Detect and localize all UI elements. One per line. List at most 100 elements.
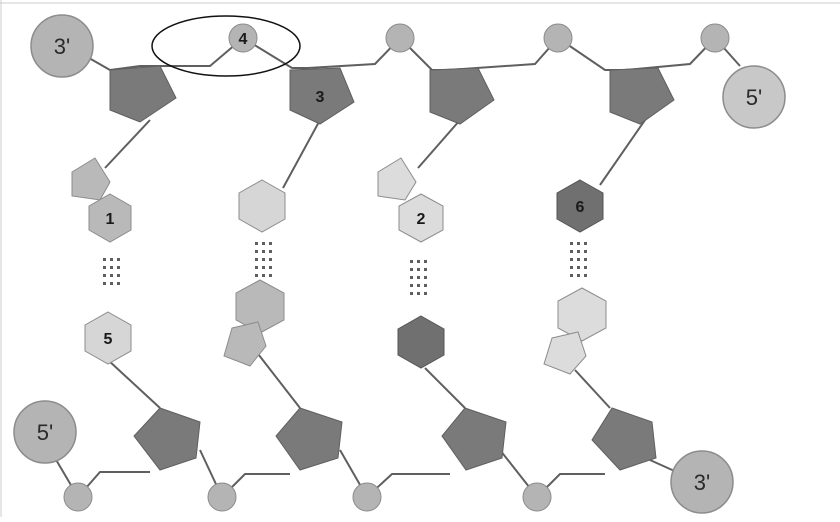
phosphate-bottom-2 [207,482,237,512]
hydrogen-bond-dot [255,266,258,269]
bottom-glycosidic-links [107,349,611,409]
hydrogen-bond-dot [417,284,420,287]
base-label-top-3: 2 [417,211,426,228]
hydrogen-bond-dot [417,268,420,271]
end-label-top-left: 3' [54,34,70,59]
hydrogen-bond-dot [570,258,573,261]
base-top-4: 6 [556,179,604,233]
hydrogen-bond-dot [103,274,106,277]
hydrogen-bond-dot [424,276,427,279]
hydrogen-bond-dot [424,268,427,271]
base-top-3: 2 [377,157,444,243]
hydrogen-bond-dot [110,266,113,269]
base-label-bottom-1: 5 [104,331,113,348]
hydrogen-bond-dot [410,268,413,271]
hydrogen-bond-dot [424,260,427,263]
end-top-left: 3' [30,14,94,78]
hydrogen-bond-dot [262,250,265,253]
sugar-bottom-2 [275,407,343,471]
phosphate-top-3 [543,23,573,53]
hydrogen-bond-dot [584,258,587,261]
end-label-top-right: 5' [746,85,762,110]
sugar-label-top-2: 3 [316,89,325,106]
hydrogen-bond-dot [269,266,272,269]
end-top-right: 5' [722,65,786,129]
hydrogen-bond-dot [577,250,580,253]
phosphate-label-top-1: 4 [239,31,248,48]
base-label-top-1: 1 [106,211,115,228]
hydrogen-bond-dot [584,250,587,253]
hydrogen-bonds-pair-3 [410,260,427,295]
hydrogen-bond-dot [269,242,272,245]
hydrogen-bond-dot [577,258,580,261]
phosphate-bottom-1 [63,482,93,512]
hydrogen-bond-dot [570,266,573,269]
sugar-bottom-4 [591,407,657,471]
base-bottom-4 [543,287,607,375]
hydrogen-bond-dot [262,258,265,261]
hydrogen-bond-dot [410,292,413,295]
hydrogen-bond-dot [570,250,573,253]
hydrogen-bond-dot [577,242,580,245]
hydrogen-bond-dot [424,292,427,295]
hydrogen-bond-dot [262,274,265,277]
phosphate-top-4 [700,23,730,53]
hydrogen-bond-dot [103,258,106,261]
hydrogen-bond-dot [584,242,587,245]
hydrogen-bond-dot [570,242,573,245]
hydrogen-bonds-pair-1 [103,258,120,285]
base-top-1: 1 [71,157,132,243]
end-bottom-left: 5' [13,400,77,464]
hydrogen-bond-dot [117,258,120,261]
hydrogen-bond-dot [269,258,272,261]
hydrogen-bond-dot [110,258,113,261]
end-bottom-right: 3' [670,450,734,514]
hydrogen-bond-dot [110,274,113,277]
hydrogen-bond-dot [410,276,413,279]
hydrogen-bond-dot [410,284,413,287]
hydrogen-bond-dot [570,274,573,277]
hydrogen-bond-dot [103,282,106,285]
hydrogen-bond-dot [103,266,106,269]
hydrogen-bond-dot [255,242,258,245]
hydrogen-bond-dot [255,250,258,253]
sugar-top-4 [609,67,675,125]
phosphate-top-1 [228,23,258,53]
hydrogen-bond-dot [417,276,420,279]
phosphate-top-2 [385,23,415,53]
end-label-bottom-right: 3' [694,470,710,495]
hydrogen-bond-dot [255,258,258,261]
hydrogen-bond-dot [584,266,587,269]
hydrogen-bond-dot [262,266,265,269]
sugar-bottom-3 [441,407,507,471]
hydrogen-bond-dot [424,284,427,287]
hydrogen-bond-dot [417,292,420,295]
hydrogen-bond-dot [417,260,420,263]
hydrogen-bond-dot [262,242,265,245]
hydrogen-bond-dot [269,274,272,277]
top-glycosidic-links [104,119,646,189]
hydrogen-bond-dot [269,250,272,253]
sugar-top-3 [429,67,495,125]
hydrogen-bond-dot [255,274,258,277]
hydrogen-bond-dot [117,266,120,269]
hydrogen-bonds-pair-4 [570,242,587,277]
base-top-2 [238,179,286,233]
highlight-ellipse [151,15,301,77]
base-bottom-3 [397,315,445,369]
end-label-bottom-left: 5' [37,420,53,445]
sugar-top-1 [109,65,177,123]
base-bottom-2 [223,279,285,367]
phosphate-bottom-4 [522,482,552,512]
hydrogen-bond-dot [577,274,580,277]
hydrogen-bonds-pair-2 [255,242,272,277]
phosphate-bottom-3 [352,482,382,512]
hydrogen-bond-dot [410,260,413,263]
base-label-top-4: 6 [576,199,585,216]
sugar-bottom-1 [133,407,201,471]
base-bottom-1: 5 [84,311,132,365]
hydrogen-bond-dot [117,282,120,285]
hydrogen-bond-dot [117,274,120,277]
sugar-top-2 [289,67,355,125]
